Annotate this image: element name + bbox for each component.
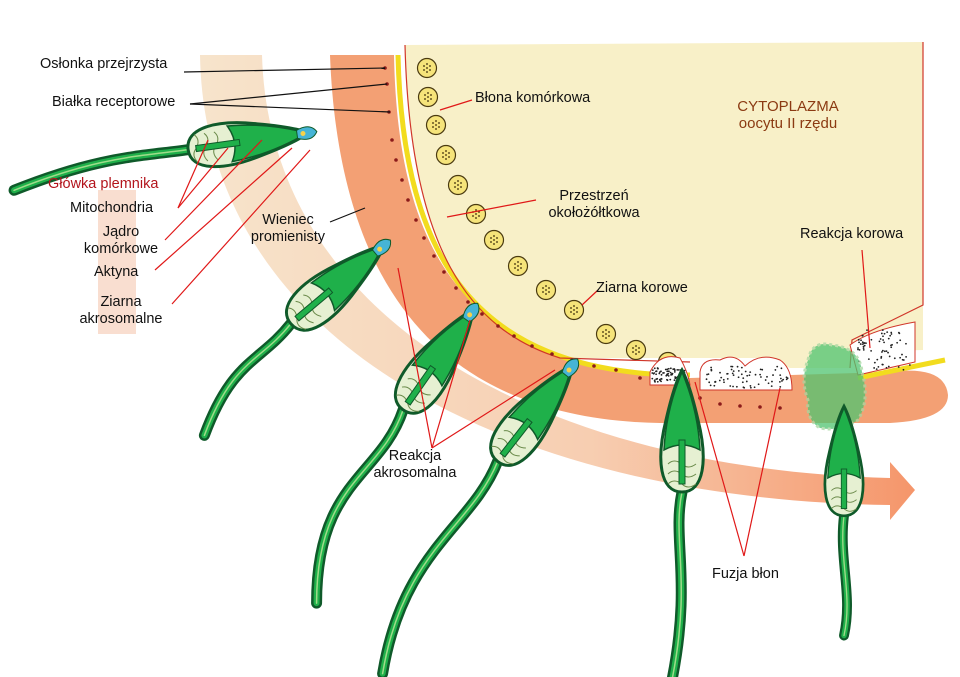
cortical-granule [563,299,585,321]
label-acrosomal-reaction: Reakcja akrosomalna [360,448,470,482]
cortical-reaction-zone [649,321,916,391]
receptor-dot [442,270,446,274]
cortical-granule [447,174,469,196]
cortical-granules [416,57,679,373]
label-corona-line2: promienisty [250,229,326,245]
receptor-dot [400,178,404,182]
receptor-dot [758,405,762,409]
cortical-granule [465,203,487,225]
label-membrane-fusion: Fuzja błon [712,566,779,582]
receptor-dot [394,158,398,162]
receptor-dot [432,254,436,258]
receptor-dot [454,286,458,290]
cortical-granule [595,323,617,345]
cortical-granule [483,229,505,251]
sperm-cell [198,238,392,441]
label-zona-pellucida: Osłonka przejrzysta [40,56,168,72]
label-nucleus-line1: Jądro [102,224,140,240]
cortical-granule [417,86,439,108]
label-acrosomal-granules-line2: akrosomalne [79,311,163,327]
fused-nucleus-blob [802,342,867,431]
receptor-dot [496,324,500,328]
label-cortical-reaction: Reakcja korowa [800,226,904,242]
label-cell-membrane: Błona komórkowa [475,90,591,106]
label-acrosomal-granules-line1: Ziarna [100,294,142,310]
leader-lines [154,67,871,557]
cortical-granule [625,339,647,361]
sperm-cells [8,121,865,677]
label-cytoplasm-line1: CYTOPLAZMA [737,98,839,115]
receptor-dot [778,406,782,410]
receptor-dot [390,138,394,142]
receptor-dot [414,218,418,222]
label-acrosomal-reaction-line2: akrosomalna [373,465,457,481]
label-nucleus-line2: komórkowe [83,241,159,257]
sperm-cell [8,121,318,196]
label-acrosomal-reaction-line1: Reakcja [388,448,442,464]
label-perivitelline-space: Przestrzeń okołożółtkowa [534,188,654,222]
label-perivitelline-line2: okołożółtkowa [548,205,640,221]
label-cortical-granules: Ziarna korowe [596,280,688,296]
cortical-content-speckles [651,329,911,389]
receptor-dot [614,368,618,372]
receptor-dot [422,236,426,240]
sperm-cell [311,302,480,609]
cytoplasm-region [405,42,923,368]
cortical-granule [435,144,457,166]
cortical-granule [425,114,447,136]
receptor-dot [550,352,554,356]
label-nucleus: Jądro komórkowe [76,224,166,258]
sperm-cell [823,403,865,641]
cortical-granule [416,57,438,79]
receptor-dot [718,402,722,406]
cortical-granule [507,255,529,277]
oocyte-membrane-right [857,357,946,381]
receptor-dot [466,300,470,304]
zona-pellucida [330,55,948,423]
label-corona-line1: Wieniec [262,212,314,228]
receptor-dot [638,376,642,380]
sperm-cell [377,358,580,677]
label-mitochondria: Mitochondria [70,200,154,216]
label-perivitelline-line1: Przestrzeń [559,188,629,204]
label-cytoplasm-line2: oocytu II rzędu [738,115,838,132]
label-sperm-head: Główka plemnika [48,176,159,192]
cortical-granule [535,279,557,301]
receptor-dot [530,344,534,348]
label-corona-radiata: Wieniec promienisty [240,212,336,246]
receptor-dot [592,364,596,368]
sperm-head-parts-box [98,190,136,334]
sperm-cell [659,366,705,677]
receptor-dot [480,312,484,316]
receptor-dot [738,404,742,408]
receptor-dot [512,334,516,338]
plasma-membrane-line [404,44,691,363]
label-acrosomal-granules: Ziarna akrosomalne [66,294,176,328]
label-actin: Aktyna [94,264,139,280]
label-receptor-proteins: Białka receptorowe [52,94,176,110]
receptor-dot [406,198,410,202]
label-cytoplasm: CYTOPLAZMA oocytu II rzędu [718,98,858,132]
